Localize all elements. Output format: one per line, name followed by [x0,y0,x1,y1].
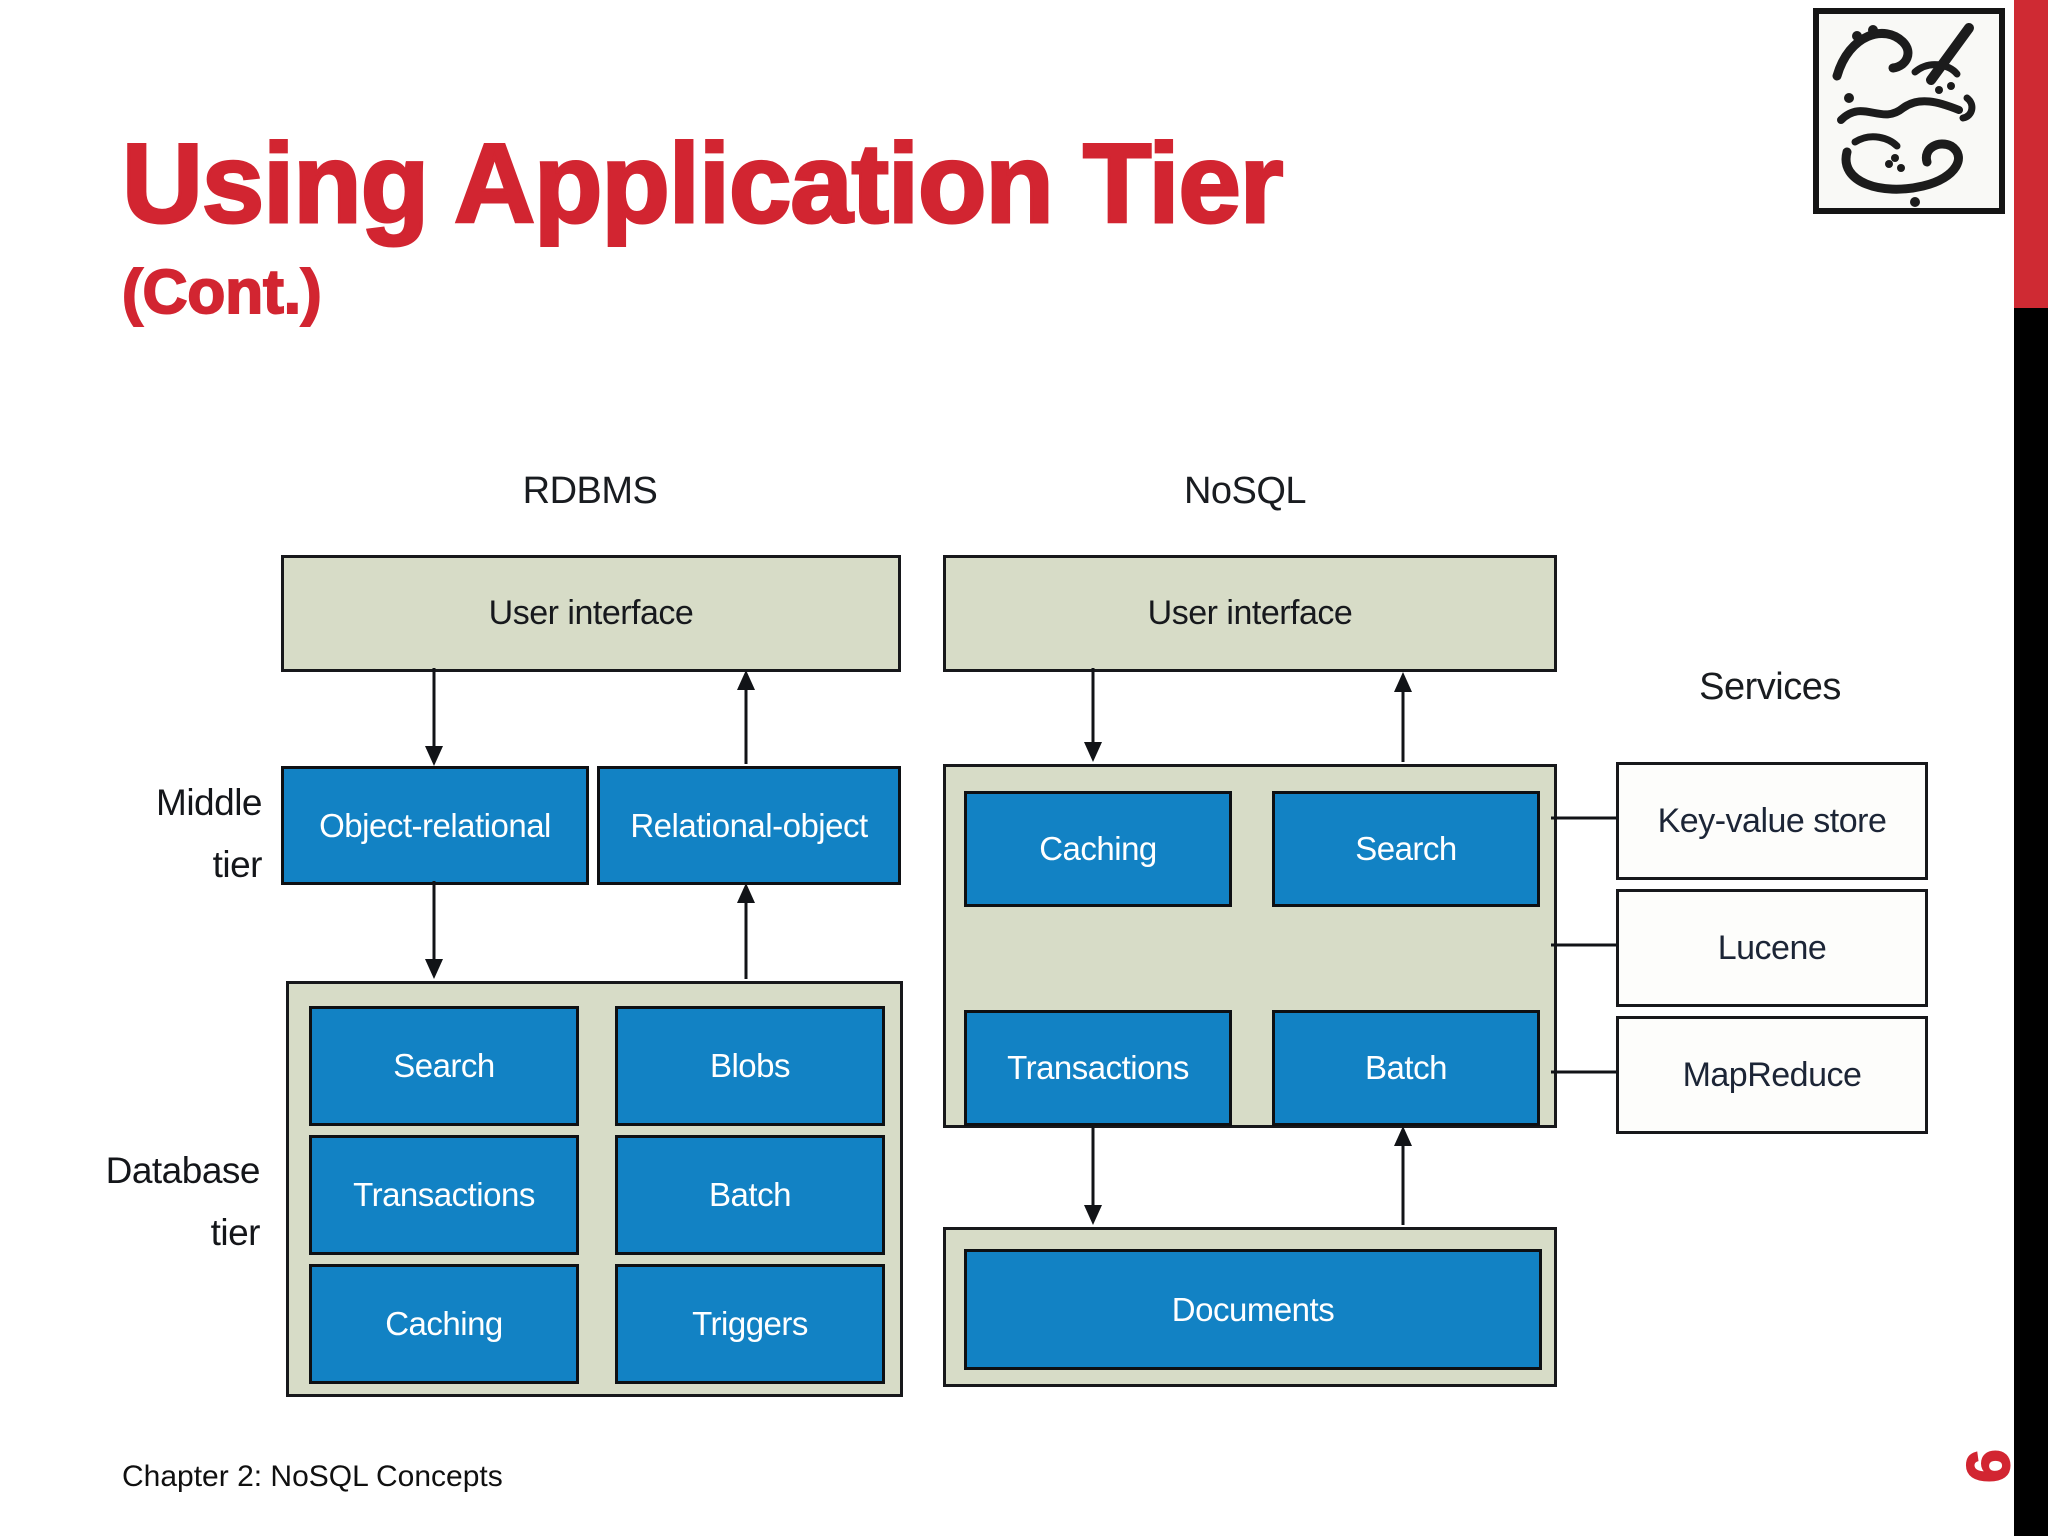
arrow-nosql-documents-to-middle [1394,1126,1412,1225]
nosql-documents-outer-box: Documents [943,1227,1557,1387]
rdbms-heading: RDBMS [522,470,658,512]
middle-tier-label: Middle tier [120,772,263,896]
right-accent-black-bar [2014,308,2048,1536]
service-lucene-box: Lucene [1616,889,1928,1007]
nosql-batch-box: Batch [1272,1010,1540,1126]
arrow-nosql-ui-to-middle [1084,668,1102,762]
rdbms-user-interface-box: User interface [281,555,901,672]
services-heading: Services [1699,666,1841,708]
page-title: Using Application Tier [120,121,1284,246]
service-mapreduce-box: MapReduce [1616,1016,1928,1134]
university-logo [1813,8,2005,214]
nosql-user-interface-box: User interface [943,555,1557,672]
database-tier-label: Database tier [85,1140,261,1264]
rdbms-blobs-box: Blobs [615,1006,885,1126]
rdbms-caching-box: Caching [309,1264,579,1384]
right-accent-red-bar [2014,0,2048,308]
database-tier-label-line2: tier [210,1212,261,1253]
middle-tier-label-line2: tier [212,844,263,885]
rdbms-transactions-box: Transactions [309,1135,579,1255]
page-subtitle: (Cont.) [121,258,323,327]
nosql-middle-box: Caching Search Transactions Batch [943,764,1557,1128]
object-relational-box: Object-relational [281,766,589,885]
arrow-rdbms-database-to-middle [737,883,755,979]
arrow-nosql-middle-to-ui [1394,672,1412,762]
university-logo-calligraphy [1832,23,1976,207]
rdbms-triggers-box: Triggers [615,1264,885,1384]
page-number: 6 [1954,1448,2023,1483]
rdbms-batch-box: Batch [615,1135,885,1255]
arrow-nosql-middle-to-documents [1084,1124,1102,1225]
nosql-documents-box: Documents [964,1249,1542,1370]
nosql-transactions-box: Transactions [964,1010,1232,1126]
nosql-caching-box: Caching [964,791,1232,907]
rdbms-database-tier-box: Search Blobs Transactions Batch Caching … [286,981,903,1397]
nosql-search-box: Search [1272,791,1540,907]
arrow-rdbms-ui-to-middle [425,668,443,766]
footer-chapter-label: Chapter 2: NoSQL Concepts [122,1460,503,1493]
service-key-value-store-box: Key-value store [1616,762,1928,880]
relational-object-box: Relational-object [597,766,901,885]
nosql-heading: NoSQL [1183,470,1307,512]
rdbms-search-box: Search [309,1006,579,1126]
database-tier-label-line1: Database [105,1150,261,1191]
middle-tier-label-line1: Middle [156,782,263,823]
arrow-rdbms-middle-to-ui [737,670,755,764]
arrow-rdbms-middle-to-database [425,881,443,979]
